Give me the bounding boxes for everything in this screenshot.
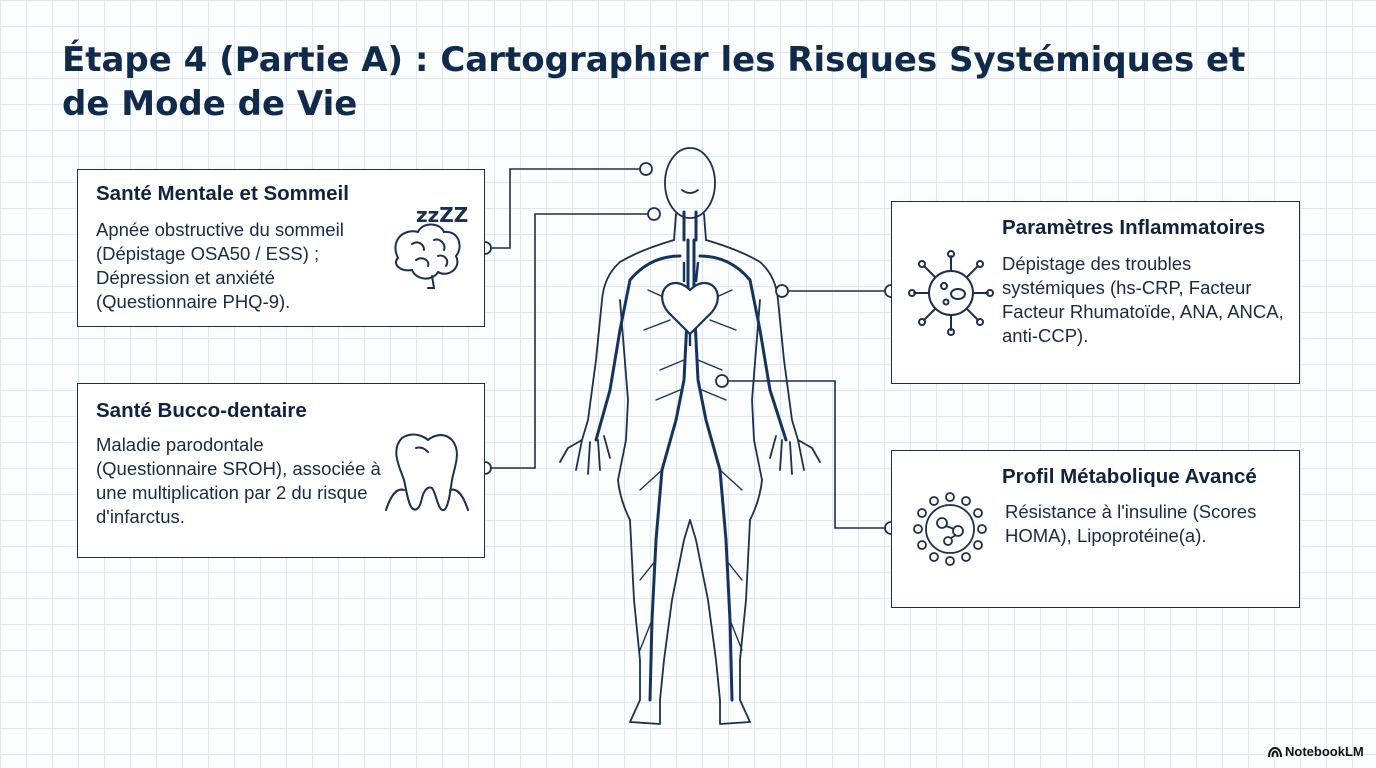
- virus-icon: [908, 250, 994, 336]
- card-inflammatory: Paramètres Inflammatoires Dépistage des …: [891, 201, 1300, 384]
- card-heading: Paramètres Inflammatoires: [1002, 216, 1266, 239]
- card-heading: Profil Métabolique Avancé: [1002, 465, 1257, 488]
- card-body: Résistance à l'insuline (Scores HOMA), L…: [1005, 501, 1257, 546]
- tooth-icon: [385, 433, 469, 512]
- brand-label: NotebookLM: [1285, 744, 1364, 759]
- body-outline: [559, 147, 821, 725]
- molecule-cell-icon: [913, 492, 987, 566]
- card-body: Dépistage des troubles systémiques (hs-C…: [1002, 253, 1284, 346]
- card-heading: Santé Mentale et Sommeil: [96, 182, 349, 205]
- card-body: Apnée obstructive du sommeil (Dépistage …: [96, 219, 344, 312]
- brand-logo: NotebookLM: [1268, 744, 1364, 759]
- card-metabolic: Profil Métabolique Avancé Résistance à l…: [891, 450, 1300, 608]
- notebooklm-logo-icon: [1268, 746, 1282, 758]
- card-body: Maladie parodontale (Questionnaire SROH)…: [96, 434, 381, 527]
- card-mental-sleep: Santé Mentale et Sommeil Apnée obstructi…: [77, 169, 485, 327]
- connectors: [485, 168, 891, 529]
- zzz-text: zzZZ: [416, 203, 468, 227]
- card-heading: Santé Bucco-dentaire: [96, 399, 307, 422]
- brain-sleep-icon: zzZZ: [394, 203, 468, 289]
- page-title: Étape 4 (Partie A) : Cartographier les R…: [62, 40, 1246, 124]
- heart-icon: [661, 261, 719, 346]
- card-dental-health: Santé Bucco-dentaire Maladie parodontale…: [77, 383, 485, 558]
- vessel-branches: [639, 289, 743, 651]
